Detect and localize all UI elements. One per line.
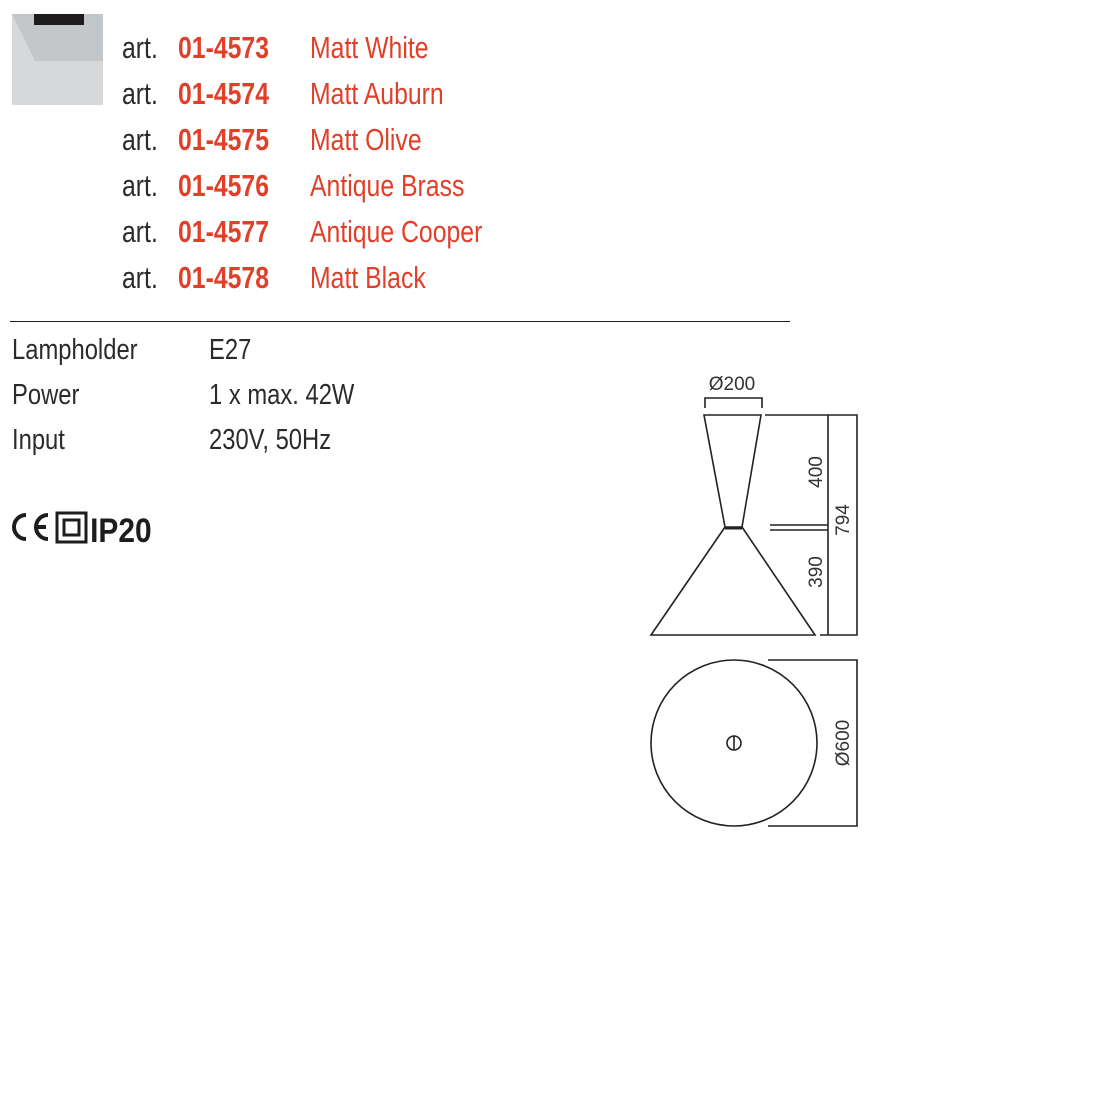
lamp-lower-cone	[649, 526, 817, 636]
total-height-label: 794	[833, 504, 854, 536]
variant-code: 01-4573	[178, 30, 270, 65]
variant-color: Matt Black	[310, 260, 426, 295]
lamp-upper-cone	[703, 414, 762, 528]
variant-prefix: art.	[122, 122, 158, 157]
base-diameter-bracket	[768, 659, 858, 827]
class-ii-icon	[55, 511, 88, 544]
variant-code: 01-4578	[178, 260, 270, 295]
spec-value: E27	[209, 334, 252, 366]
base-circle	[650, 659, 818, 827]
spec-value: 1 x max. 42W	[209, 379, 355, 411]
spec-label: Power	[12, 379, 80, 411]
ip-rating: IP20	[90, 511, 152, 548]
ce-mark-icon	[12, 513, 49, 541]
spec-label: Lampholder	[12, 334, 138, 366]
lower-height-label: 390	[806, 556, 827, 588]
variant-prefix: art.	[122, 168, 158, 203]
upper-height-label: 400	[806, 456, 827, 488]
variant-color: Matt White	[310, 30, 429, 65]
top-diameter-bracket	[704, 397, 763, 408]
variant-color: Antique Cooper	[310, 214, 483, 249]
spec-value: 230V, 50Hz	[209, 424, 332, 456]
variant-prefix: art.	[122, 214, 158, 249]
variant-prefix: art.	[122, 260, 158, 295]
variant-color: Antique Brass	[310, 168, 465, 203]
top-diameter-label: Ø200	[709, 374, 755, 395]
variant-code: 01-4575	[178, 122, 270, 157]
variant-code: 01-4576	[178, 168, 270, 203]
height-dimension-lines	[765, 414, 858, 636]
variant-code: 01-4574	[178, 76, 270, 111]
divider	[10, 321, 790, 322]
mounting-swatch-icon	[12, 14, 103, 105]
variant-prefix: art.	[122, 76, 158, 111]
spec-label: Input	[12, 424, 65, 456]
variant-code: 01-4577	[178, 214, 270, 249]
variant-color: Matt Auburn	[310, 76, 444, 111]
base-diameter-label: Ø600	[833, 720, 854, 766]
variant-prefix: art.	[122, 30, 158, 65]
variant-color: Matt Olive	[310, 122, 422, 157]
certification-marks: IP20	[12, 511, 152, 548]
